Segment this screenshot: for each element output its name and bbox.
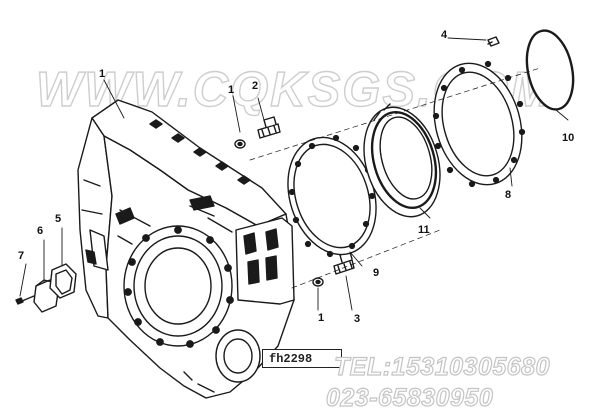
centerline <box>249 67 541 161</box>
callout-1-washer-lower: 1 <box>318 312 325 324</box>
phone-line-1: TEL:15310305680 <box>333 352 550 381</box>
callout-6: 6 <box>37 225 44 237</box>
cap-screw-7 <box>15 295 35 305</box>
callout-11: 11 <box>418 224 430 236</box>
callout-1-housing: 1 <box>99 68 106 80</box>
o-ring-10 <box>525 29 575 111</box>
housing-gasket-9 <box>287 134 377 258</box>
washer-1-top <box>234 139 246 149</box>
flywheel-housing <box>77 99 295 399</box>
callout-4: 4 <box>441 29 448 41</box>
rear-cover-plate-8 <box>432 60 526 188</box>
callout-8: 8 <box>505 189 512 201</box>
drawing-reference-box: fh2298 <box>262 349 342 368</box>
phone-line-2: 023-65830950 <box>325 383 494 412</box>
leader-lines <box>19 37 569 311</box>
drawing-reference: fh2298 <box>269 352 313 366</box>
callout-10: 10 <box>562 132 575 144</box>
cap-screw-4 <box>487 36 500 47</box>
callout-3: 3 <box>354 313 361 325</box>
capscrew-2 <box>257 116 281 139</box>
crankshaft-seal-11 <box>363 103 441 218</box>
callout-2: 2 <box>252 80 259 92</box>
callout-7: 7 <box>18 250 25 262</box>
callout-5: 5 <box>55 213 62 225</box>
washer-1-lower <box>312 277 324 287</box>
cover-gasket-5 <box>49 263 77 299</box>
callout-1-washer-top: 1 <box>228 84 235 96</box>
callout-9: 9 <box>373 267 380 279</box>
